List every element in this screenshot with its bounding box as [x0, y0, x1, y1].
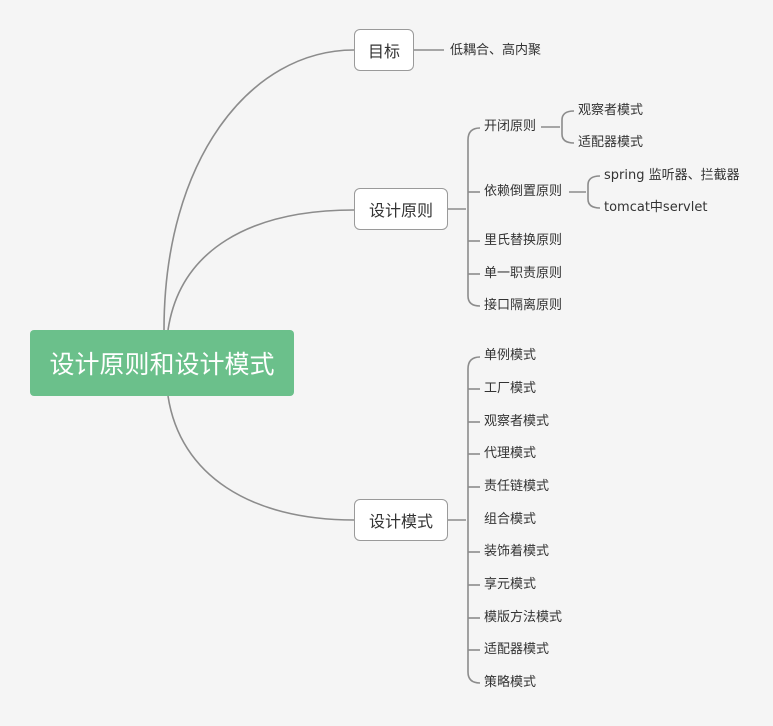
branch-principles[interactable]: 设计原则 — [354, 188, 448, 230]
link-root-principles — [167, 209, 355, 331]
leaf-template-method[interactable]: 模版方法模式 — [484, 610, 563, 625]
link-root-goal — [163, 49, 355, 331]
leaf-composite[interactable]: 组合模式 — [484, 512, 537, 527]
leaf-observer[interactable]: 观察者模式 — [484, 414, 550, 429]
leaf-factory[interactable]: 工厂模式 — [484, 381, 537, 396]
leaf-chain-of-responsibility[interactable]: 责任链模式 — [484, 479, 550, 494]
leaf-open-closed[interactable]: 开闭原则 — [484, 119, 537, 134]
leaf-strategy[interactable]: 策略模式 — [484, 675, 537, 690]
leaf-observer-example[interactable]: 观察者模式 — [578, 103, 644, 118]
leaf-singleton[interactable]: 单例模式 — [484, 348, 537, 363]
branch-goal[interactable]: 目标 — [354, 29, 414, 71]
link-principles-bracket — [467, 127, 481, 307]
leaf-interface-segregation[interactable]: 接口隔离原则 — [484, 298, 563, 313]
leaf-flyweight[interactable]: 享元模式 — [484, 577, 537, 592]
root-node[interactable]: 设计原则和设计模式 — [30, 330, 294, 396]
branch-patterns[interactable]: 设计模式 — [354, 499, 448, 541]
leaf-decorator[interactable]: 装饰着模式 — [484, 544, 550, 559]
leaf-single-responsibility[interactable]: 单一职责原则 — [484, 266, 563, 281]
link-root-patterns — [167, 395, 355, 521]
leaf-proxy[interactable]: 代理模式 — [484, 446, 537, 461]
leaf-low-coupling[interactable]: 低耦合、高内聚 — [450, 43, 542, 58]
leaf-tomcat-servlet[interactable]: tomcat中servlet — [604, 200, 708, 215]
link-patterns-bracket — [467, 356, 481, 684]
leaf-adapter-example[interactable]: 适配器模式 — [578, 135, 644, 150]
leaf-liskov[interactable]: 里氏替换原则 — [484, 233, 563, 248]
leaf-spring-listener[interactable]: spring 监听器、拦截器 — [604, 168, 740, 183]
leaf-adapter[interactable]: 适配器模式 — [484, 642, 550, 657]
leaf-dependency-inversion[interactable]: 依赖倒置原则 — [484, 184, 563, 199]
